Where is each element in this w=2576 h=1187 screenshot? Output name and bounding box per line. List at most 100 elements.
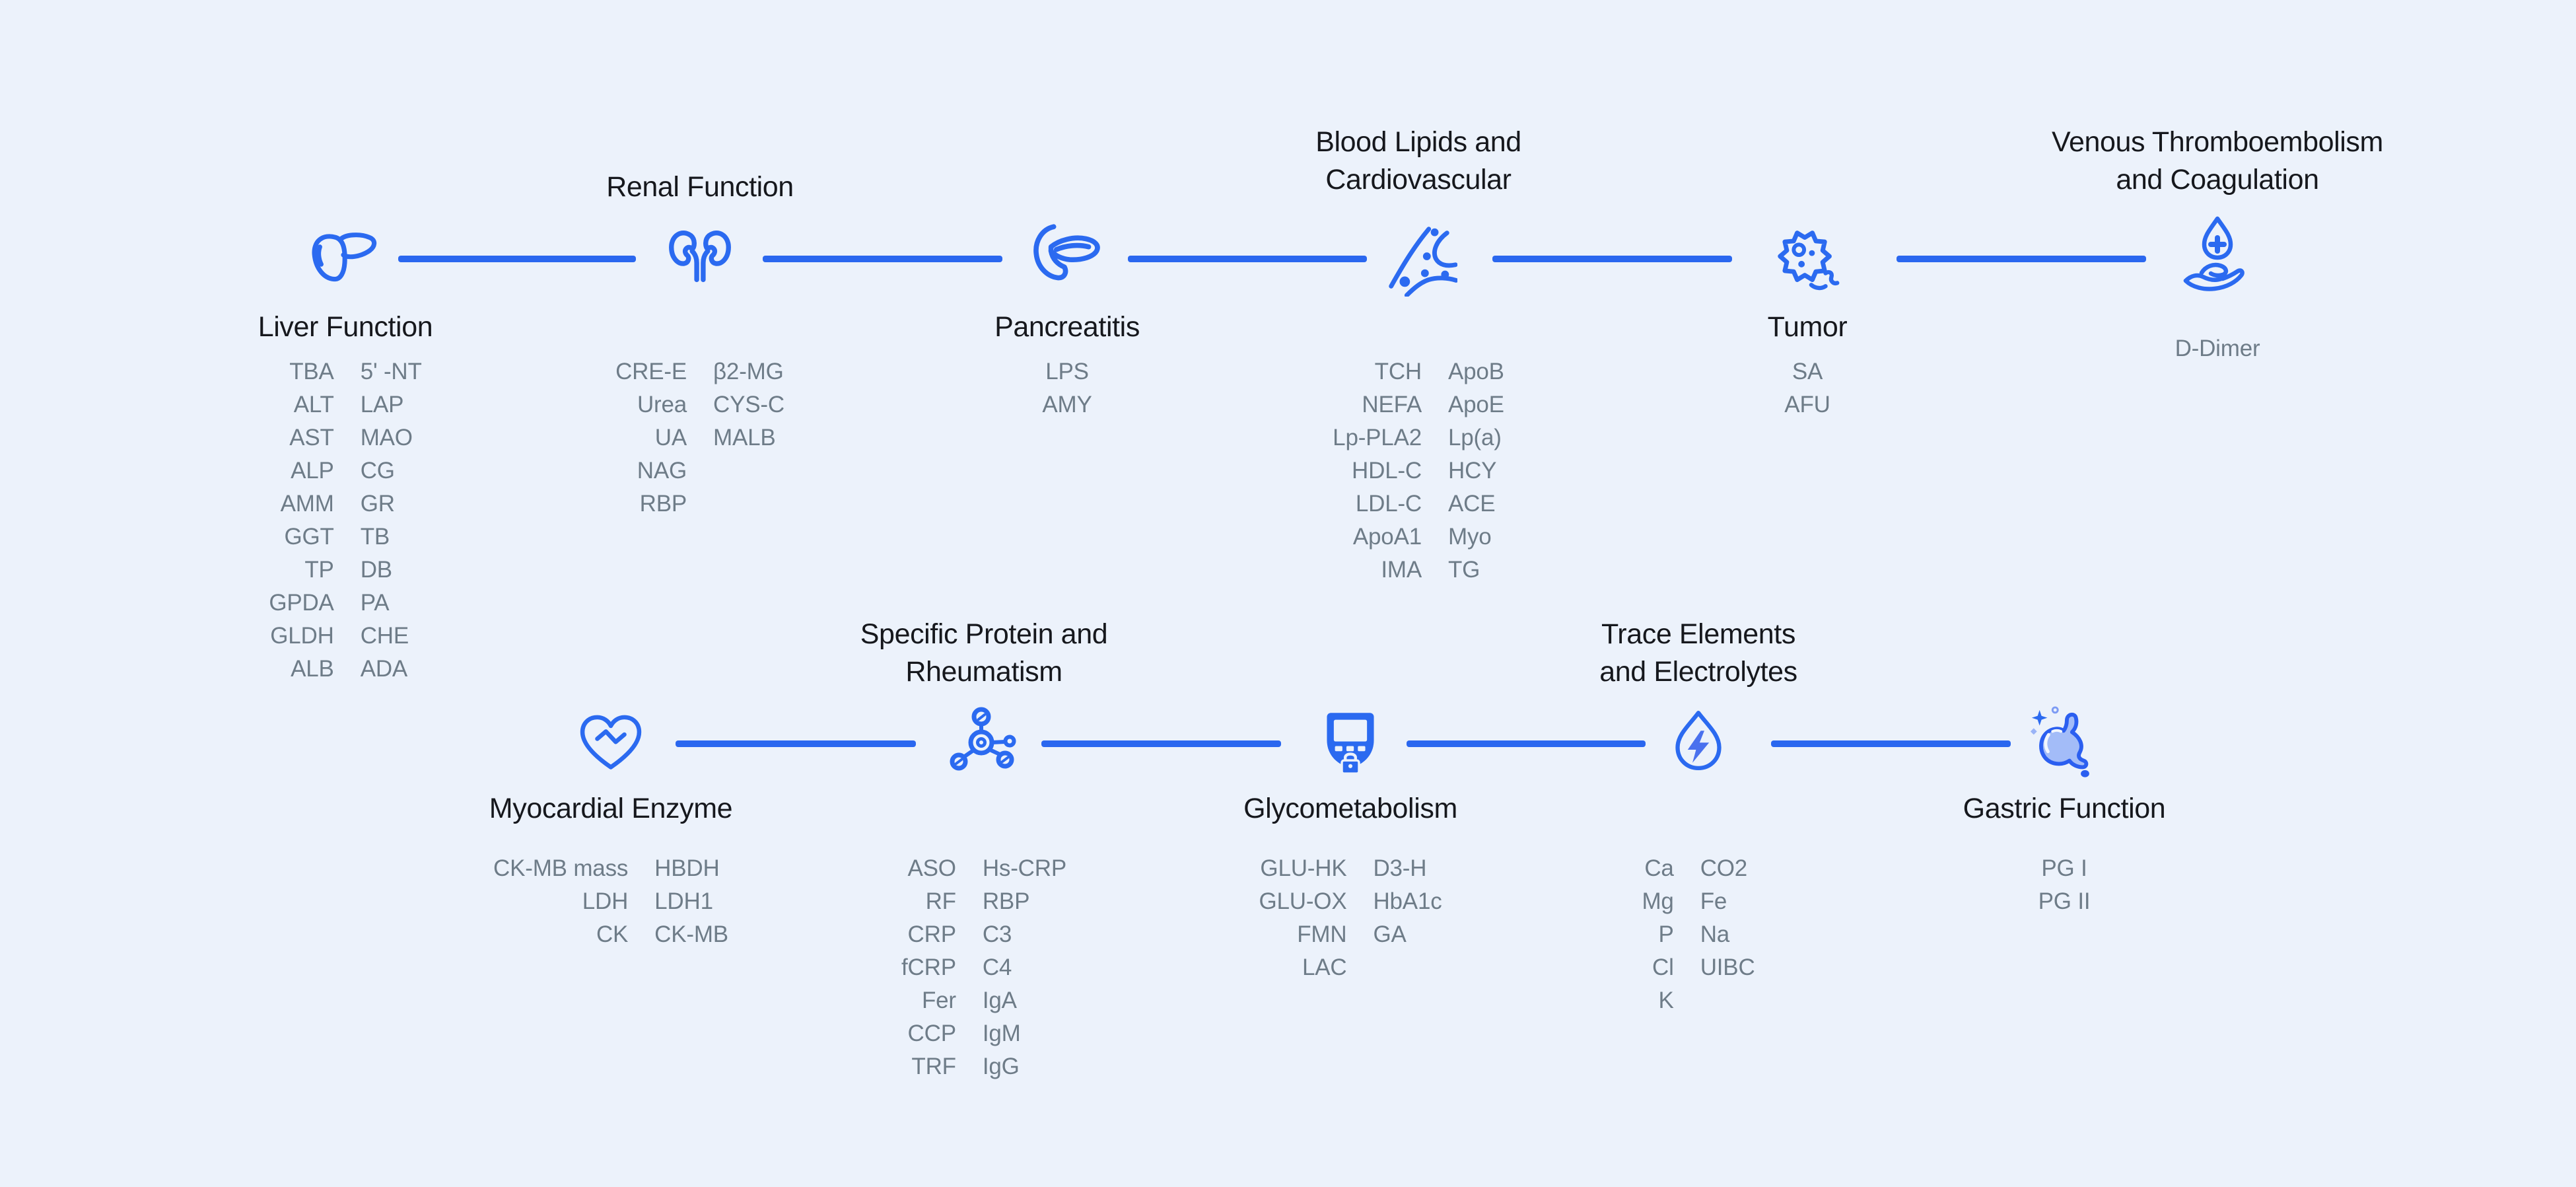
list-item: ACE xyxy=(1447,491,1496,517)
list-item: UIBC xyxy=(1700,954,1755,980)
title-line: Blood Lipids and xyxy=(1315,126,1521,158)
list-item: PG II xyxy=(2038,888,2091,914)
test-column: PG I PG II xyxy=(2038,852,2091,918)
list-item: CRP xyxy=(907,921,956,947)
list-item: TB xyxy=(360,524,390,550)
list-item: TBA xyxy=(289,359,334,384)
list-item: Myo xyxy=(1447,524,1492,550)
panel-test-list: LPS AMY xyxy=(1042,355,1092,421)
list-item: RBP xyxy=(982,888,1030,914)
list-item: ALT xyxy=(293,392,334,417)
panel-title: Renal Function xyxy=(606,171,794,203)
list-item: TP xyxy=(304,557,334,583)
list-item: ASO xyxy=(907,855,957,881)
list-item: HbA1c xyxy=(1373,888,1442,914)
panel-test-list: D-Dimer xyxy=(2175,332,2260,365)
list-item: NAG xyxy=(637,458,687,484)
panel-title: Pancreatitis xyxy=(994,311,1140,343)
list-item: DB xyxy=(360,557,392,583)
artery-lipids-icon xyxy=(1369,208,1468,307)
list-item: Na xyxy=(1700,921,1730,947)
panel-title: Glycometabolism xyxy=(1243,793,1457,824)
list-item: TCH xyxy=(1374,359,1422,384)
list-item: LDH1 xyxy=(654,888,713,914)
list-item: LAP xyxy=(360,392,404,417)
connector-line xyxy=(1407,740,1646,747)
list-item: ALP xyxy=(291,458,334,484)
list-item: GLDH xyxy=(270,623,334,649)
list-item: CHE xyxy=(360,623,409,649)
list-item: C3 xyxy=(982,921,1012,947)
panel-title: Tumor xyxy=(1767,311,1848,343)
list-item: IgA xyxy=(982,988,1017,1013)
list-item: ALB xyxy=(291,656,334,682)
list-item: Lp(a) xyxy=(1447,425,1502,450)
molecule-icon xyxy=(934,694,1033,793)
list-item: CO2 xyxy=(1700,855,1748,881)
list-item: GLU-OX xyxy=(1259,888,1347,914)
glucose-meter-icon xyxy=(1301,694,1400,793)
stomach-icon xyxy=(2015,694,2114,793)
list-item: 5' -NT xyxy=(360,359,422,384)
connector-line xyxy=(398,256,636,262)
test-column: β2-MG CYS-C MALB xyxy=(713,355,784,521)
heart-pulse-icon xyxy=(561,694,660,793)
list-item: CCP xyxy=(907,1021,956,1046)
panel-title: Gastric Function xyxy=(1963,793,2166,824)
list-item: C4 xyxy=(982,954,1012,980)
list-item: ApoA1 xyxy=(1352,524,1422,550)
list-item: HBDH xyxy=(654,855,720,881)
list-item: D3-H xyxy=(1373,855,1427,881)
panel-title: Myocardial Enzyme xyxy=(489,793,733,824)
list-item: β2-MG xyxy=(713,359,784,384)
panel-title: Liver Function xyxy=(258,311,433,343)
title-line: and Electrolytes xyxy=(1599,656,1797,688)
list-item: Cl xyxy=(1652,954,1674,980)
list-item: UA xyxy=(654,425,687,450)
list-item: RF xyxy=(925,888,956,914)
list-item: GGT xyxy=(284,524,334,550)
list-item: CYS-C xyxy=(713,392,784,417)
test-column: D-Dimer xyxy=(2175,332,2260,365)
list-item: LDH xyxy=(582,888,629,914)
list-item: PG I xyxy=(2041,855,2087,881)
list-item: MALB xyxy=(713,425,776,450)
connector-line xyxy=(1041,740,1281,747)
connector-line xyxy=(763,256,1002,262)
panel-test-list: PG I PG II xyxy=(2038,852,2091,918)
list-item: P xyxy=(1658,921,1674,947)
list-item: GA xyxy=(1373,921,1407,947)
connector-line xyxy=(1492,256,1732,262)
list-item: K xyxy=(1658,988,1674,1013)
kidneys-icon xyxy=(650,208,749,307)
list-item: CK-MB mass xyxy=(493,855,629,881)
list-item: Fer xyxy=(921,988,956,1013)
list-item: GPDA xyxy=(269,590,334,616)
list-item: CK-MB xyxy=(654,921,728,947)
list-item: LPS xyxy=(1045,359,1089,384)
list-item: GR xyxy=(360,491,395,517)
list-item: AMY xyxy=(1042,392,1092,417)
list-item: ApoE xyxy=(1447,392,1504,417)
list-item: IgM xyxy=(982,1021,1021,1046)
list-item: HDL-C xyxy=(1352,458,1422,484)
list-item: HCY xyxy=(1447,458,1497,484)
list-item: CRE-E xyxy=(615,359,687,384)
list-item: D-Dimer xyxy=(2175,336,2260,361)
